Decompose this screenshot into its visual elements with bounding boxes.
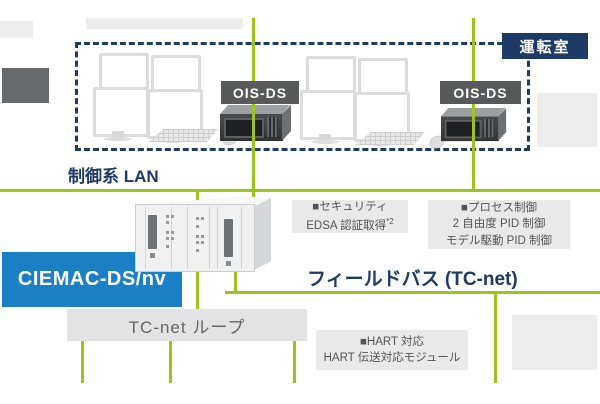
process-info-line1: ■プロセス制御	[461, 202, 537, 214]
monitor-base	[104, 137, 132, 141]
fieldbus-line	[225, 291, 600, 294]
deco-box-right-bottom	[512, 315, 597, 370]
server-vents	[484, 119, 495, 138]
security-info-box: ■セキュリティ EDSA 認証取得*2	[292, 200, 408, 233]
ois-ds-label-2: OIS-DS	[440, 81, 521, 104]
ois-ds-label-1: OIS-DS	[221, 81, 299, 104]
control-lan-label: 制御系 LAN	[68, 167, 159, 186]
server-vents	[267, 117, 278, 137]
loop-branch-line-3	[293, 341, 296, 383]
fieldbus-label: フィールドバス (TC-net)	[307, 269, 518, 290]
deco-box-top-left	[0, 21, 33, 38]
loop-branch-line-2	[169, 341, 172, 383]
server-top-face	[220, 105, 290, 114]
fieldbus-branch-line	[494, 294, 497, 383]
controller-leds	[136, 205, 139, 208]
ciemac-controller-graphic	[135, 196, 273, 276]
process-info-line2: 2 自由度 PID 制御	[452, 218, 546, 231]
hart-info-box: ■HART 対応 HART 伝送対応モジュール	[316, 330, 468, 370]
monitor-stand	[319, 134, 331, 141]
process-control-info-box: ■プロセス制御 2 自由度 PID 制御 モデル駆動 PID 制御	[428, 200, 570, 249]
deco-box-right-top	[537, 93, 597, 147]
monitor-icon	[93, 87, 149, 137]
operator-room-dashed-boundary	[75, 42, 530, 151]
controller-drop-line-1	[196, 190, 199, 204]
controller-to-loop-line	[196, 268, 199, 309]
loop-branch-line-1	[81, 341, 84, 383]
network-line-vertical-2	[472, 18, 475, 190]
deco-box-left-dark	[2, 68, 49, 103]
tcnet-loop-bar: TC-net ループ	[67, 309, 307, 341]
security-info-line1: ■セキュリティ	[312, 201, 388, 214]
monitor-icon	[300, 90, 356, 140]
network-line-vertical-1	[252, 18, 255, 190]
server-side-face	[498, 108, 507, 142]
control-lan-line	[0, 189, 600, 192]
security-info-line2: EDSA 認証取得*2	[306, 216, 394, 232]
monitor-base	[311, 140, 339, 144]
controller-slot	[224, 219, 233, 257]
operator-workstation-graphic	[300, 56, 447, 151]
hart-info-line2: HART 伝送対応モジュール	[323, 352, 461, 364]
keyboard-icon	[355, 132, 425, 145]
controller-chip	[226, 261, 231, 266]
controller-slot	[148, 215, 157, 249]
deco-bar-top	[86, 18, 243, 29]
controller-front-face	[135, 204, 255, 272]
operation-room-tag: 運転室	[502, 33, 588, 59]
server-side-face	[282, 105, 291, 141]
controller-to-fieldbus-line	[234, 268, 237, 292]
keyboard-icon	[148, 129, 218, 142]
server-bezel	[444, 119, 482, 139]
security-footnote-mark: *2	[386, 216, 394, 226]
monitor-stand	[112, 131, 124, 138]
operator-workstation-graphic	[93, 53, 240, 148]
process-info-line3: モデル駆動 PID 制御	[445, 234, 553, 247]
controller-chip	[150, 253, 155, 258]
server-bezel	[224, 118, 264, 138]
controller-side-face	[254, 198, 271, 270]
controller-top-face	[136, 196, 269, 206]
ois-ds-server-graphic	[220, 105, 292, 142]
hart-info-line1: ■HART 対応	[359, 335, 425, 348]
